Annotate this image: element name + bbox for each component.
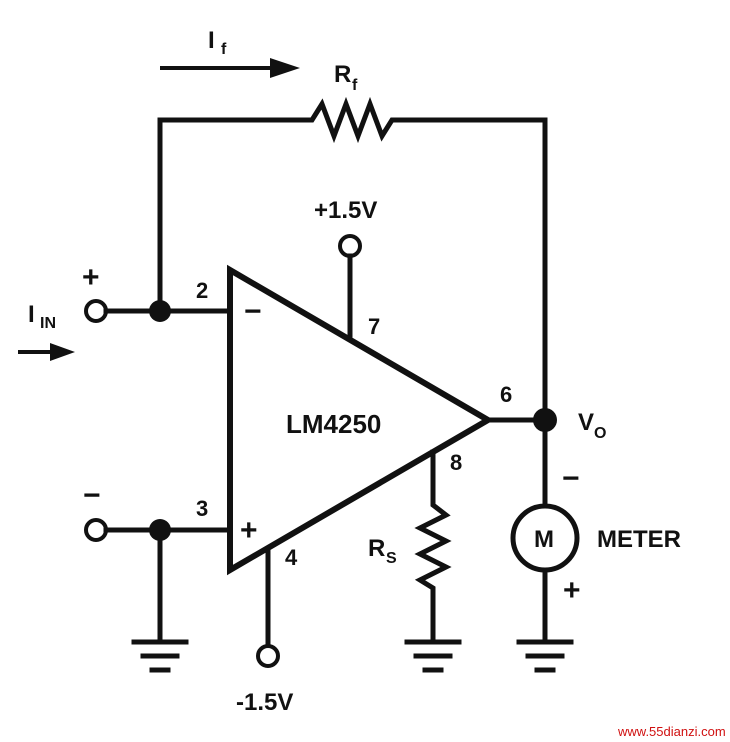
meter-plus-sign: +: [563, 574, 581, 607]
input-minus-terminal[interactable]: [84, 518, 108, 542]
meter-minus-sign: −: [562, 462, 580, 495]
output-label: V: [578, 409, 594, 436]
feedback-resistor-label: R: [334, 61, 351, 88]
pin-6-label: 6: [500, 382, 512, 407]
feedback-resistor-sub: f: [352, 77, 358, 94]
pin-4-label: 4: [285, 545, 298, 570]
pin-3-label: 3: [196, 496, 208, 521]
input-current-sub: IN: [40, 315, 56, 332]
input-current-arrow: [18, 343, 75, 361]
output-sub: O: [594, 425, 606, 442]
feedback-current-sub: f: [221, 41, 227, 58]
ground-symbol-middle: [404, 639, 462, 673]
input-plus-sign: +: [82, 261, 100, 294]
input-node-dot: [149, 300, 171, 322]
input-current-label: I: [28, 301, 35, 328]
feedback-resistor: [297, 96, 401, 144]
pin-2-label: 2: [196, 278, 208, 303]
op-amp-chip-label: LM4250: [286, 409, 381, 439]
ground-symbol-right: [516, 639, 574, 673]
supply-positive-label: +1.5V: [314, 197, 377, 224]
watermark-text: www.55dianzi.com: [617, 724, 726, 739]
set-resistor: [414, 449, 452, 643]
meter-label: METER: [597, 526, 681, 553]
ground-symbol-left: [131, 639, 189, 673]
set-resistor-sub: S: [386, 550, 397, 567]
op-amp-noninverting-sign: +: [240, 514, 258, 547]
supply-negative-terminal[interactable]: [256, 644, 280, 668]
feedback-current-label: I: [208, 27, 215, 54]
supply-negative-label: -1.5V: [236, 689, 293, 716]
set-resistor-label: R: [368, 535, 385, 562]
op-amp-triangle: [227, 264, 494, 576]
input-plus-terminal[interactable]: [84, 299, 108, 323]
pin-7-label: 7: [368, 314, 380, 339]
meter-symbol-letter: M: [534, 526, 554, 553]
feedback-loop-wire: [157, 96, 548, 423]
input-minus-sign: −: [83, 479, 101, 512]
feedback-current-arrow: [160, 58, 300, 78]
pin-8-label: 8: [450, 450, 462, 475]
op-amp-inverting-sign: −: [244, 295, 262, 328]
supply-positive-terminal[interactable]: [338, 234, 362, 258]
